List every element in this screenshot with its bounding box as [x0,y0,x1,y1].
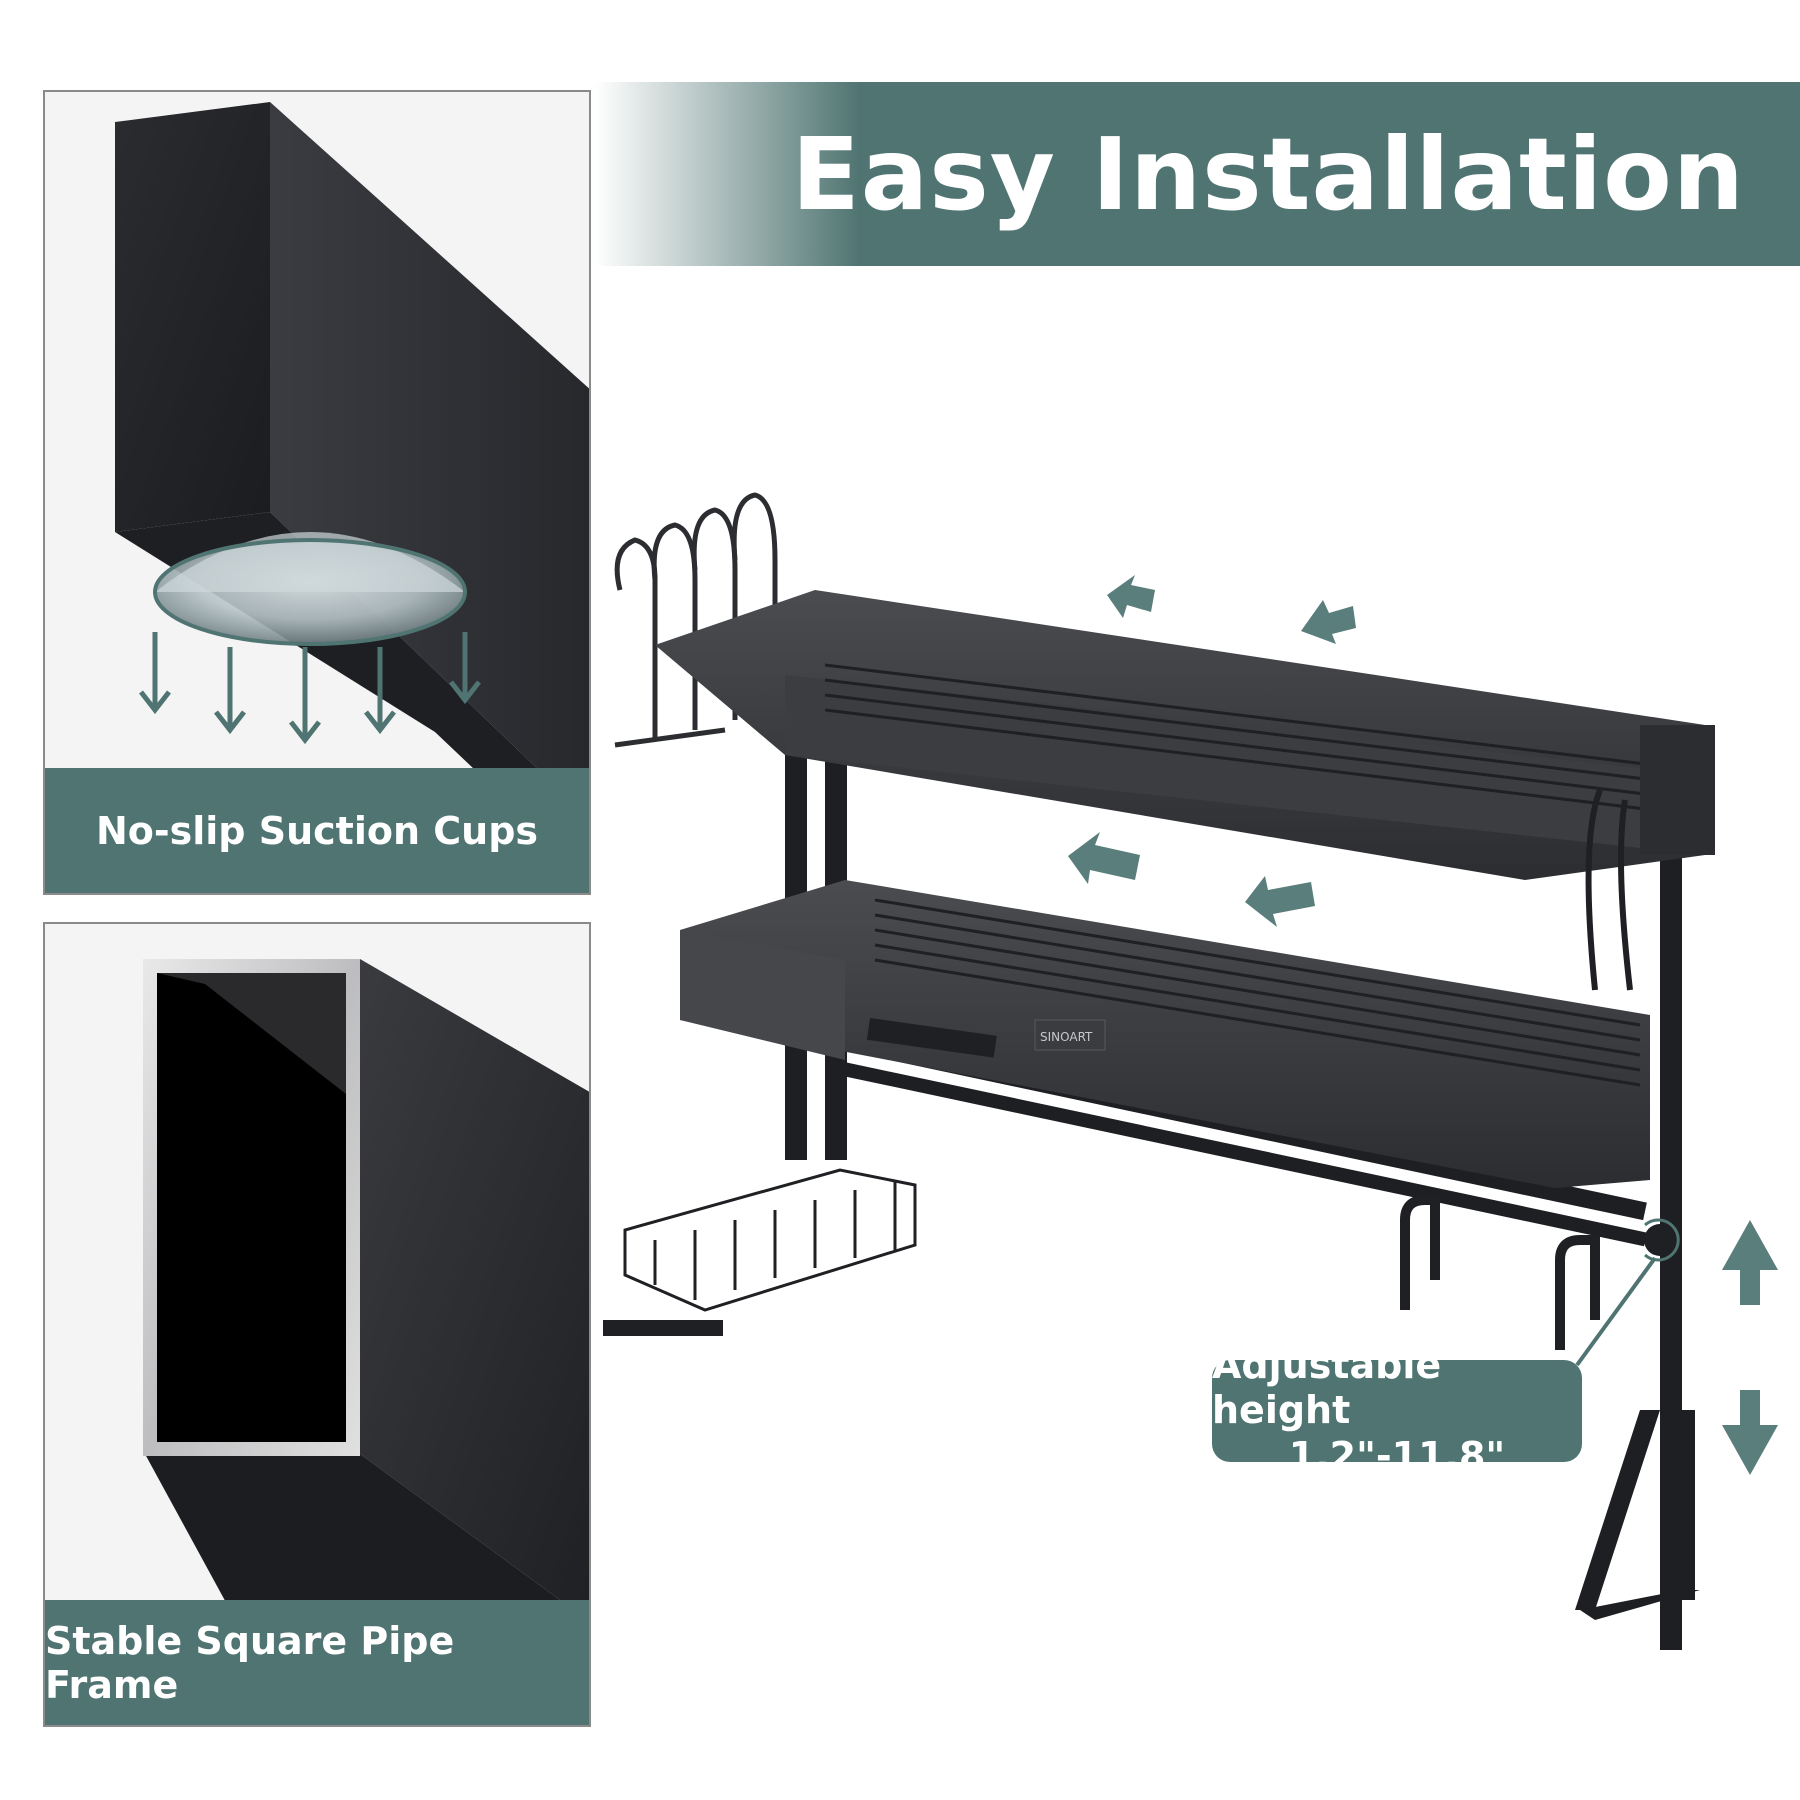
banner-title: Easy Installation [791,115,1745,233]
double-arrow-left-right-icon [1068,832,1315,927]
suction-ring [153,538,467,646]
knob-pointer [1575,1256,1657,1367]
cup-hooks [1400,1195,1600,1350]
lower-tray: SINOART [680,880,1650,1188]
adjustable-height-badge: Adjustable height 1.2"-11.8" [1212,1343,1582,1478]
height-label-range: 1.2"-11.8" [1288,1433,1506,1478]
utensil-hooks [614,492,778,748]
rotate-knob-icon [1644,1218,1680,1262]
wire-basket [623,1168,917,1312]
double-arrow-up-down-icon [1722,1220,1778,1475]
beam-front-face [115,102,270,532]
pipe-side-face [360,959,589,1622]
suction-cup-illustration [115,102,589,879]
double-arrow-left-right-icon [1107,575,1356,644]
beam-side-face [270,102,589,819]
suction-cup-caption: No-slip Suction Cups [45,768,589,893]
square-pipe-caption: Stable Square Pipe Frame [45,1600,589,1725]
dish-rack-illustration: SINOART [603,492,1778,1650]
square-pipe-detail-panel: Stable Square Pipe Frame [43,922,591,1727]
brand-label: SINOART [1040,1030,1093,1044]
arrow-down-icon [139,632,481,745]
upper-tray [655,590,1715,991]
header-banner: Easy Installation [595,82,1800,266]
suction-cup-detail-panel: No-slip Suction Cups [43,90,591,895]
height-label-title: Adjustable height [1212,1342,1442,1433]
